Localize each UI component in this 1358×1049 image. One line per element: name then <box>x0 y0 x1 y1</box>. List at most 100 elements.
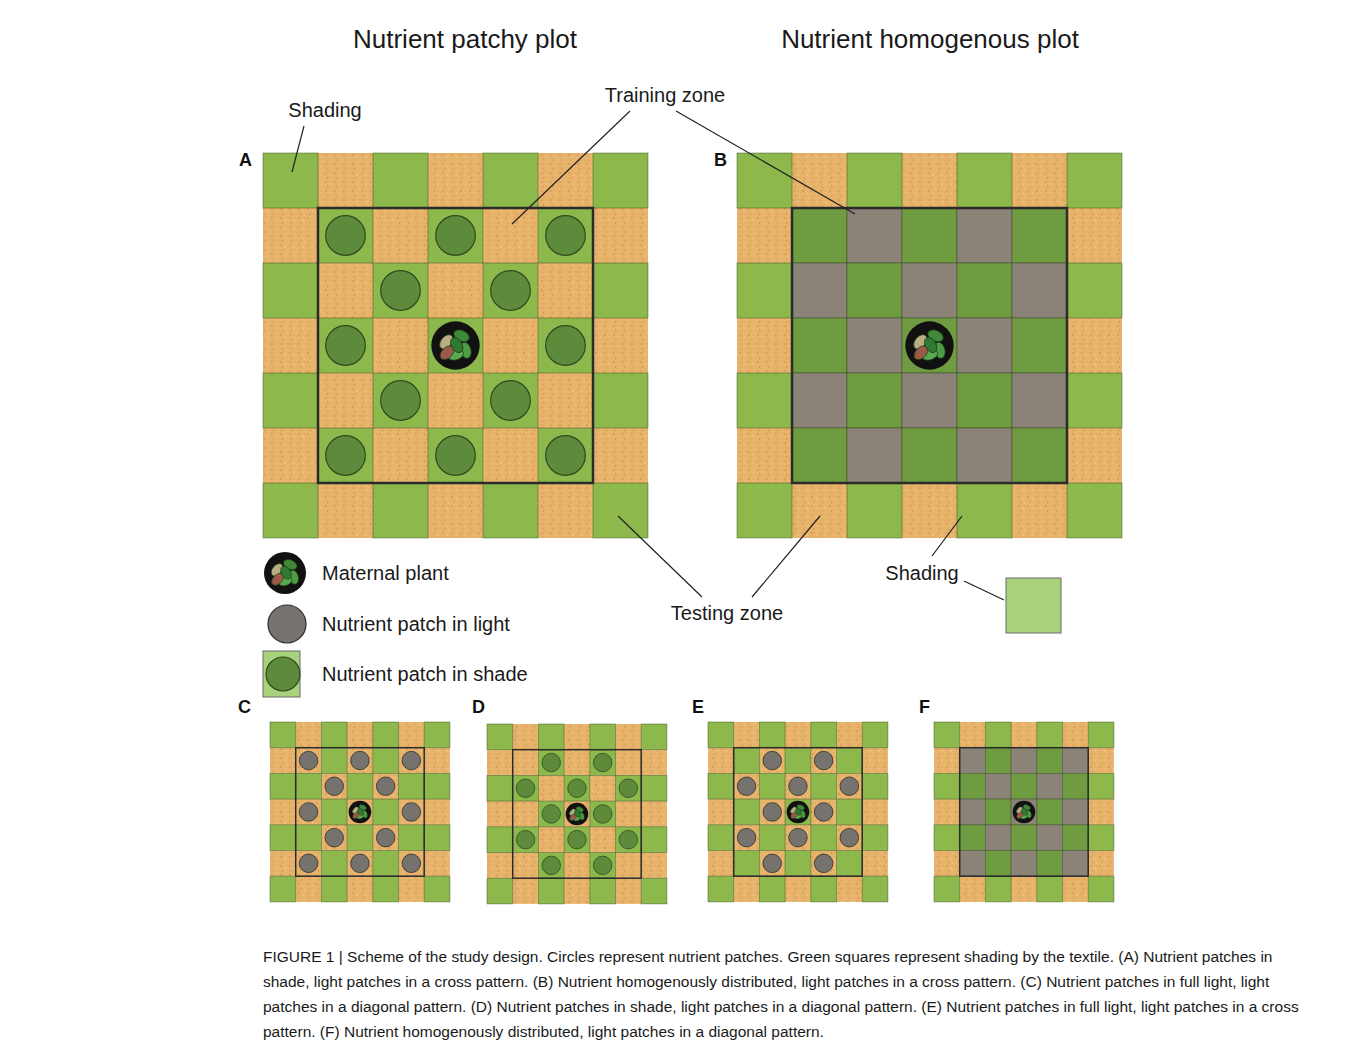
nutrient-patch <box>737 828 756 847</box>
plot-cell <box>1012 373 1067 428</box>
plot-cell <box>538 208 593 263</box>
plot-cell <box>373 373 428 428</box>
plot-cell <box>902 153 957 208</box>
plot-cell <box>296 773 322 799</box>
plot-cell <box>985 876 1011 902</box>
plot-cell <box>737 318 792 373</box>
plot-cell <box>538 801 564 827</box>
plant-leaf <box>448 335 465 355</box>
plot-cell <box>759 722 785 748</box>
plot-cell <box>538 775 564 801</box>
nutrient-patch <box>593 805 612 824</box>
panel: B <box>737 153 1122 538</box>
plot-cell <box>734 799 760 825</box>
plot-cell <box>616 853 642 879</box>
nutrient-patch <box>491 271 531 311</box>
plot-cell <box>263 153 318 208</box>
plot-cell <box>399 748 425 774</box>
plot-cell <box>1088 722 1114 748</box>
plot-cell <box>428 483 483 538</box>
plot-cell <box>759 876 785 902</box>
plot-cell <box>1012 483 1067 538</box>
plot-cell <box>862 748 888 774</box>
plot-cell <box>487 878 513 904</box>
plot-cell <box>428 263 483 318</box>
plot-cell <box>708 799 734 825</box>
plot-cell <box>373 825 399 851</box>
plot-cell <box>957 318 1012 373</box>
plant-leaf <box>573 809 581 818</box>
plant-leaf <box>356 807 364 816</box>
plot-cell <box>862 799 888 825</box>
plot-cell <box>590 775 616 801</box>
plot-cell <box>957 208 1012 263</box>
plot-cell <box>1063 876 1089 902</box>
plot-cell <box>483 483 538 538</box>
plot-cell <box>590 801 616 827</box>
plot-cell <box>737 428 792 483</box>
panel: A <box>263 153 648 538</box>
plot-cell <box>318 153 373 208</box>
plot-cell <box>1012 318 1067 373</box>
plot-cell <box>373 208 428 263</box>
plot-cell <box>1063 722 1089 748</box>
plot-cell <box>399 722 425 748</box>
plot-cell <box>1088 825 1114 851</box>
plot-cell <box>902 373 957 428</box>
plot-cell <box>792 263 847 318</box>
plot-cell <box>564 878 590 904</box>
plot-cell <box>934 851 960 877</box>
plot-cell <box>424 722 450 748</box>
plot-cell <box>902 483 957 538</box>
plot-cell <box>487 801 513 827</box>
leader-line <box>752 516 820 597</box>
plot-cell <box>487 827 513 853</box>
plot-cell <box>593 373 648 428</box>
leader-line <box>512 111 630 224</box>
callout-label: Testing zone <box>671 602 783 625</box>
plot-cell <box>270 773 296 799</box>
plot-cell <box>513 853 539 879</box>
plot-cell <box>957 263 1012 318</box>
nutrient-patch <box>402 854 421 873</box>
plot-cell <box>263 263 318 318</box>
plot-cell <box>424 851 450 877</box>
plot-cell <box>373 428 428 483</box>
panel-letter: D <box>472 697 485 717</box>
training-zone-frame <box>513 750 642 879</box>
plot-cell <box>424 773 450 799</box>
nutrient-patch <box>351 751 370 770</box>
plot-cell <box>487 724 513 750</box>
plot-cell <box>538 428 593 483</box>
panel: D <box>487 724 667 904</box>
plot-cell <box>792 208 847 263</box>
panel-letter: A <box>239 150 252 170</box>
shade-patch-symbol <box>266 657 300 691</box>
plot-cell <box>538 483 593 538</box>
plot-cell <box>590 827 616 853</box>
plot-cell <box>1067 263 1122 318</box>
plot-cell <box>785 799 811 825</box>
leader-line <box>932 516 962 556</box>
nutrient-patch <box>381 271 421 311</box>
plot-cell <box>737 373 792 428</box>
nutrient-patch <box>326 436 366 476</box>
plot-cell <box>347 748 373 774</box>
plot-cell <box>811 722 837 748</box>
plot-cell <box>862 825 888 851</box>
plot-cell <box>1037 722 1063 748</box>
plot-cell <box>1063 851 1089 877</box>
plot-cell <box>483 373 538 428</box>
plot-cell <box>934 748 960 774</box>
plot-grid <box>934 722 1114 902</box>
plot-cell <box>1012 153 1067 208</box>
plot-cell <box>1088 748 1114 774</box>
plot-cell <box>538 153 593 208</box>
plot-cell <box>737 483 792 538</box>
nutrient-patch <box>516 830 535 849</box>
plot-cell <box>837 722 863 748</box>
plot-cell <box>263 373 318 428</box>
plot-cell <box>734 748 760 774</box>
plot-cell <box>837 851 863 877</box>
plot-cell <box>641 853 667 879</box>
